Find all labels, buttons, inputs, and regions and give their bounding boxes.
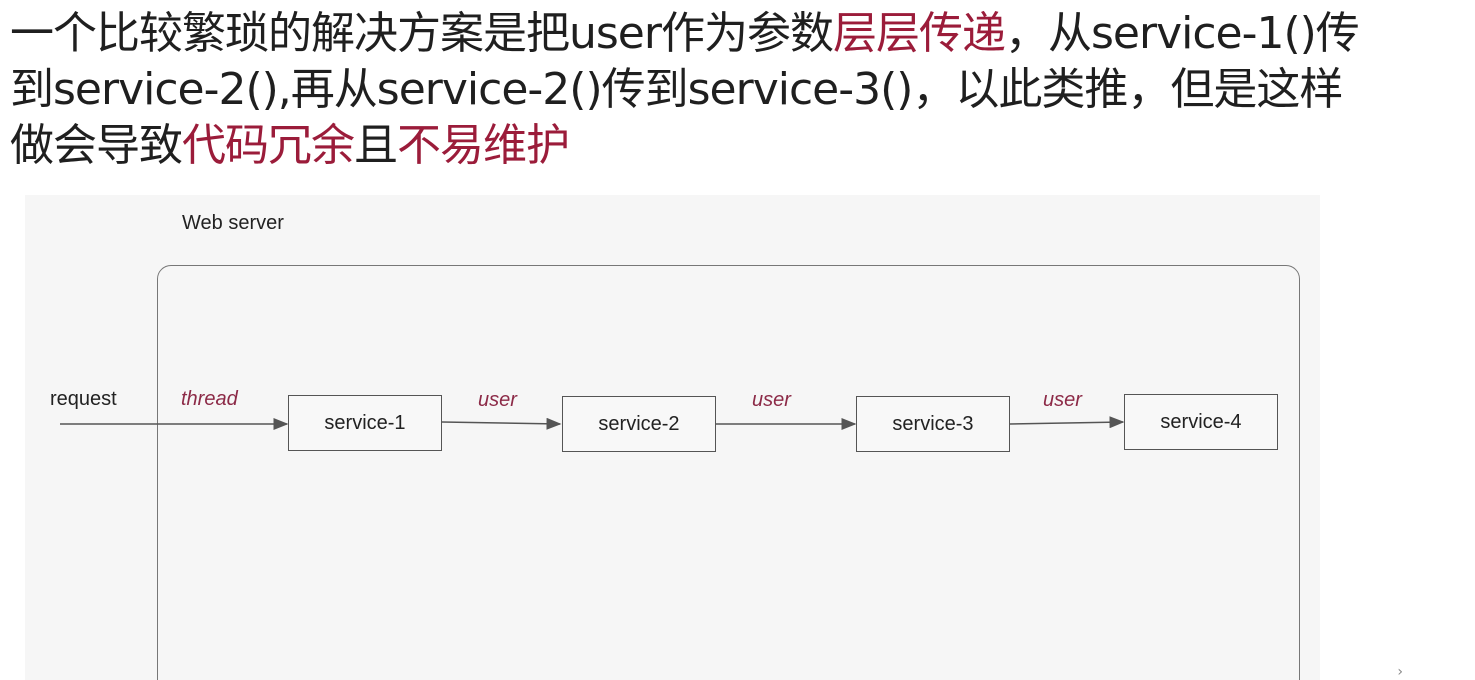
corner-arrow-icon: › bbox=[1397, 664, 1403, 680]
request-label: request bbox=[50, 388, 117, 410]
service-1-box: service-1 bbox=[288, 395, 442, 451]
edge-label-thread: thread bbox=[181, 388, 238, 410]
heading-line-3: 做会导致代码冗余且不易维护 bbox=[10, 118, 1470, 174]
heading-text: ，从service-1()传 bbox=[1004, 8, 1360, 59]
heading-highlight: 不易维护 bbox=[397, 120, 570, 171]
heading-line-2: 到service-2(),再从service-2()传到service-3()，… bbox=[10, 62, 1470, 118]
heading-text: 且 bbox=[354, 120, 398, 171]
heading-text: 一个比较繁琐的解决方案是把user作为参数 bbox=[10, 8, 834, 59]
edge-label-user: user bbox=[752, 389, 791, 411]
slide-heading: 一个比较繁琐的解决方案是把user作为参数层层传递，从service-1()传 … bbox=[10, 6, 1470, 174]
heading-text: 到service-2(),再从service-2()传到service-3()，… bbox=[10, 64, 1343, 115]
service-3-to-4-arrow bbox=[1009, 416, 1125, 429]
edge-label-user: user bbox=[1043, 389, 1082, 411]
service-1-to-2-arrow bbox=[441, 417, 562, 430]
service-3-box: service-3 bbox=[856, 396, 1010, 452]
service-2-box: service-2 bbox=[562, 396, 716, 452]
edge-label-user: user bbox=[478, 389, 517, 411]
heading-line-1: 一个比较繁琐的解决方案是把user作为参数层层传递，从service-1()传 bbox=[10, 6, 1470, 62]
web-server-frame bbox=[157, 265, 1300, 680]
heading-text: 做会导致 bbox=[10, 120, 183, 171]
heading-highlight: 层层传递 bbox=[832, 8, 1006, 59]
heading-highlight: 代码冗余 bbox=[182, 120, 355, 171]
service-4-box: service-4 bbox=[1124, 394, 1278, 450]
web-server-label: Web server bbox=[182, 212, 284, 234]
